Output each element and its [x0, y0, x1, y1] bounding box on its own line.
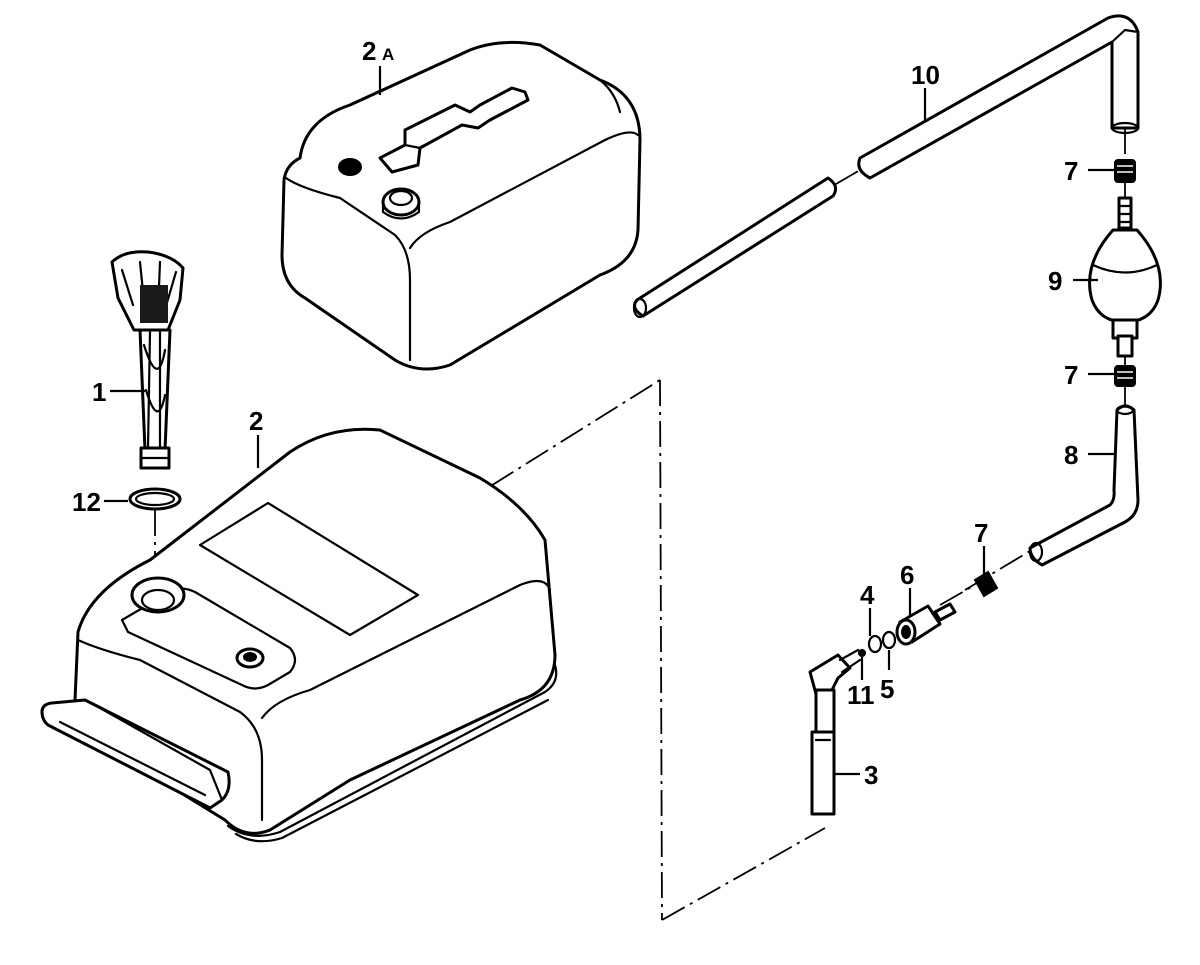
callout-7-low: 7 — [974, 518, 988, 548]
callout-12: 12 — [72, 487, 101, 517]
callout-4: 4 — [860, 580, 875, 610]
callout-11: 11 — [847, 680, 875, 710]
hose-clamp-7-low — [973, 570, 999, 598]
primer-bulb-9 — [1088, 196, 1162, 358]
callout-7-top: 7 — [1064, 156, 1078, 186]
callout-3: 3 — [864, 760, 878, 790]
callout-2: 2 — [249, 406, 263, 436]
callouts: 2 A 10 7 9 7 8 7 6 4 5 11 3 1 2 12 — [72, 36, 1078, 790]
fuel-tank-2a — [280, 40, 642, 371]
hose-clamp-7-mid — [1114, 365, 1136, 387]
callout-10: 10 — [911, 60, 940, 90]
o-ring-12 — [128, 487, 182, 511]
callout-2a-suffix: A — [382, 45, 394, 64]
callout-2a-number: 2 — [362, 36, 376, 66]
seal-5 — [881, 630, 897, 650]
callout-5: 5 — [880, 674, 894, 704]
fuel-hose-10 — [632, 14, 1140, 319]
leader-lines — [104, 66, 1114, 776]
fuel-hose-8 — [1028, 404, 1140, 567]
callout-7-mid: 7 — [1064, 360, 1078, 390]
seal-4 — [867, 634, 883, 654]
check-ball-11 — [858, 649, 866, 657]
fuel-tank-2 — [40, 427, 558, 843]
fuel-gauge-assembly — [110, 250, 185, 470]
callout-1: 1 — [92, 377, 106, 407]
callout-9: 9 — [1048, 266, 1062, 296]
pickup-tube-3 — [808, 648, 862, 816]
callout-8: 8 — [1064, 440, 1078, 470]
hose-clamp-7-top — [1114, 159, 1136, 183]
callout-6: 6 — [900, 560, 914, 590]
connector-6 — [895, 602, 957, 646]
